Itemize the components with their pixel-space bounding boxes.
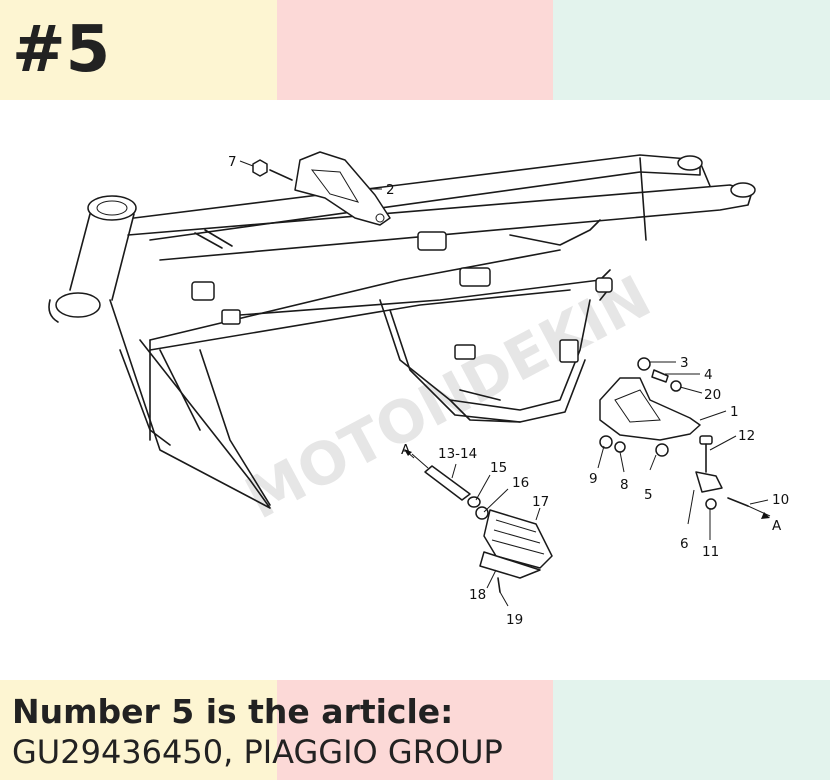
callout-16: 16 xyxy=(512,475,529,491)
bolt-7 xyxy=(252,159,293,181)
callout-2: 2 xyxy=(386,182,395,198)
footer-color-band xyxy=(0,680,830,780)
callout-8: 8 xyxy=(620,477,629,493)
footpeg-bracket-right xyxy=(599,377,701,441)
band-segment-pink xyxy=(277,680,553,780)
callout-20: 20 xyxy=(704,387,721,403)
band-segment-green xyxy=(553,0,830,100)
callout-labels: 7 2 3 4 20 1 12 9 8 5 10 6 11 13-14 15 1… xyxy=(228,154,789,628)
article-number: GU29436450, PIAGGIO GROUP xyxy=(12,733,503,771)
motorcycle-frame xyxy=(48,154,756,509)
band-segment-pink xyxy=(277,0,553,100)
band-segment-yellow xyxy=(0,0,277,100)
footpeg-assembly xyxy=(424,465,553,593)
callout-13-14: 13-14 xyxy=(438,446,477,462)
direction-arrows xyxy=(404,449,770,519)
callout-3: 3 xyxy=(680,355,689,371)
exploded-parts-diagram: MOTONDEKIN xyxy=(48,151,789,628)
callout-15: 15 xyxy=(490,460,507,476)
callout-7: 7 xyxy=(228,154,237,170)
callout-5: 5 xyxy=(644,487,653,503)
item-number-badge: #5 xyxy=(12,13,111,87)
callout-11: 11 xyxy=(702,544,719,560)
callout-6: 6 xyxy=(680,536,689,552)
callout-19: 19 xyxy=(506,612,523,628)
callout-12: 12 xyxy=(738,428,755,444)
footpeg-bracket-left xyxy=(294,151,391,226)
hardware-right xyxy=(599,357,749,510)
caption-title: Number 5 is the article: xyxy=(12,692,454,731)
callout-18: 18 xyxy=(469,587,486,603)
callout-4: 4 xyxy=(704,367,713,383)
callout-9: 9 xyxy=(589,471,598,487)
arrow-label-a-right: A xyxy=(772,518,782,534)
header-color-band xyxy=(0,0,830,100)
band-segment-green xyxy=(553,680,830,780)
callout-10: 10 xyxy=(772,492,789,508)
leader-lines xyxy=(239,160,771,607)
callout-1: 1 xyxy=(730,404,739,420)
band-segment-yellow xyxy=(0,680,277,780)
callout-17: 17 xyxy=(532,494,549,510)
